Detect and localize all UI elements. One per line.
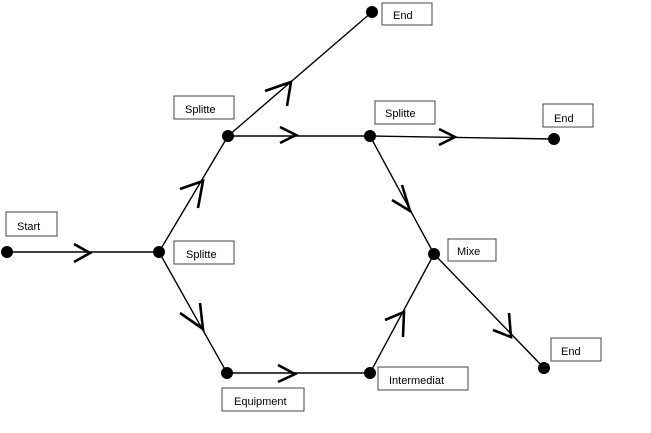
node-equipment <box>221 367 233 379</box>
node-splitte-upper <box>222 130 234 142</box>
label-start: Start <box>5 211 58 237</box>
arrow-upper-right-icon <box>279 125 299 145</box>
label-splitte-center-text: Splitte <box>186 249 217 261</box>
label-mixe: Mixe <box>447 238 497 262</box>
arrow-splitte-equipment-icon <box>179 302 205 332</box>
arrow-splitte-upper-icon <box>179 179 205 209</box>
label-splitte-upper-text: Splitte <box>185 104 216 116</box>
edge-splitte-equipment <box>158 251 228 374</box>
node-end-bottom <box>538 362 550 374</box>
label-end-bottom-text: End <box>561 346 581 358</box>
label-end-top: End <box>381 2 433 26</box>
node-end-right <box>548 133 560 145</box>
node-splitte-right <box>364 130 376 142</box>
arrow-right-end-icon <box>438 127 458 147</box>
arrow-end-top-icon <box>264 80 293 107</box>
label-splitte-center: Splitte <box>173 240 235 265</box>
label-equipment: Equipment <box>221 387 305 412</box>
label-start-text: Start <box>17 221 40 233</box>
edge-mixe-end-bottom <box>433 253 545 369</box>
label-equipment-text: Equipment <box>234 396 287 408</box>
node-mixe <box>428 248 440 260</box>
label-splitte-right-text: Splitte <box>385 108 416 120</box>
edge-splitte-right-end-right <box>369 135 555 140</box>
label-intermediat-text: Intermediat <box>389 375 444 387</box>
label-splitte-upper: Splitte <box>173 95 235 120</box>
node-intermediat <box>364 367 376 379</box>
arrow-splitte-right-mixe-icon <box>391 184 413 214</box>
label-end-right-text: End <box>554 113 574 125</box>
label-end-right: End <box>542 103 594 128</box>
label-end-top-text: End <box>393 10 413 22</box>
label-mixe-text: Mixe <box>457 246 480 258</box>
arrow-intermediat-mixe-icon <box>384 310 406 338</box>
arrow-mixe-end-bottom-icon <box>492 312 513 339</box>
node-splitte-center <box>153 246 165 258</box>
edge-splitte-right-mixe <box>369 135 435 255</box>
node-end-top <box>366 6 378 18</box>
edge-splitte-upper-end-top <box>227 11 373 137</box>
label-splitte-right: Splitte <box>374 100 436 125</box>
label-end-bottom: End <box>550 337 602 362</box>
node-start <box>1 246 13 258</box>
arrow-start-splitte-icon <box>73 242 93 264</box>
label-intermediat: Intermediat <box>377 366 469 391</box>
arrow-equipment-intermediat-icon <box>277 363 298 384</box>
edge-splitte-splitte-upper <box>158 135 229 253</box>
